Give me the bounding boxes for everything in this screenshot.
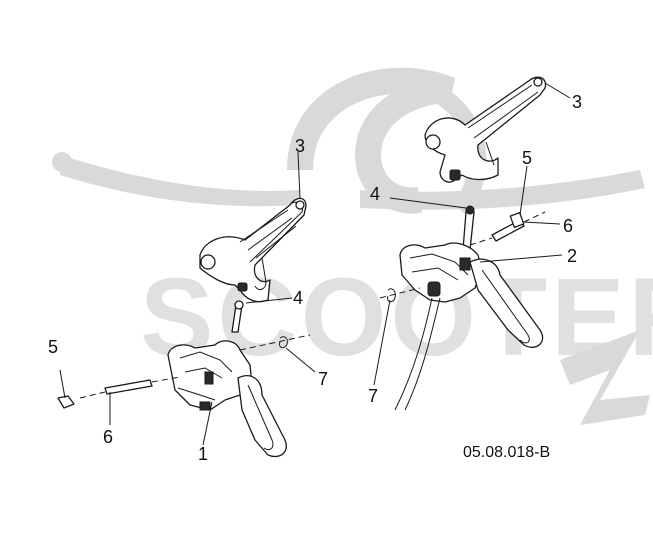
left-part-4-pin — [231, 297, 293, 333]
callout-right-4: 4 — [370, 184, 380, 204]
right-assembly — [373, 76, 571, 411]
callout-left-1: 1 — [198, 444, 208, 464]
callout-right-2: 2 — [567, 246, 577, 266]
callout-labels: 3 4 5 6 7 1 3 5 4 6 2 7 05.08.018-B — [48, 92, 582, 464]
right-part-2-handle-bracket — [394, 242, 563, 411]
callout-right-5: 5 — [522, 148, 532, 168]
left-assembly — [57, 151, 316, 458]
callout-left-5: 5 — [48, 337, 58, 357]
callout-left-6: 6 — [103, 427, 113, 447]
callout-left-7: 7 — [318, 369, 328, 389]
watermark-logo: SCOOTER — [52, 67, 653, 425]
callout-right-7: 7 — [368, 386, 378, 406]
callout-right-3: 3 — [572, 92, 582, 112]
left-part-1-handle-bracket — [167, 340, 287, 458]
reference-code: 05.08.018-B — [463, 444, 550, 461]
callout-left-3: 3 — [295, 136, 305, 156]
left-part-6-shaft — [79, 376, 181, 425]
right-part-7-clip — [373, 287, 421, 386]
left-part-5-bolt — [57, 369, 75, 409]
callout-left-4: 4 — [293, 288, 303, 308]
left-part-7-clip — [239, 334, 316, 373]
right-part-3-upper-lever — [424, 76, 571, 183]
left-part-3-upper-lever — [199, 197, 307, 303]
right-part-5-6-shaft — [469, 165, 561, 246]
callout-right-6: 6 — [563, 216, 573, 236]
